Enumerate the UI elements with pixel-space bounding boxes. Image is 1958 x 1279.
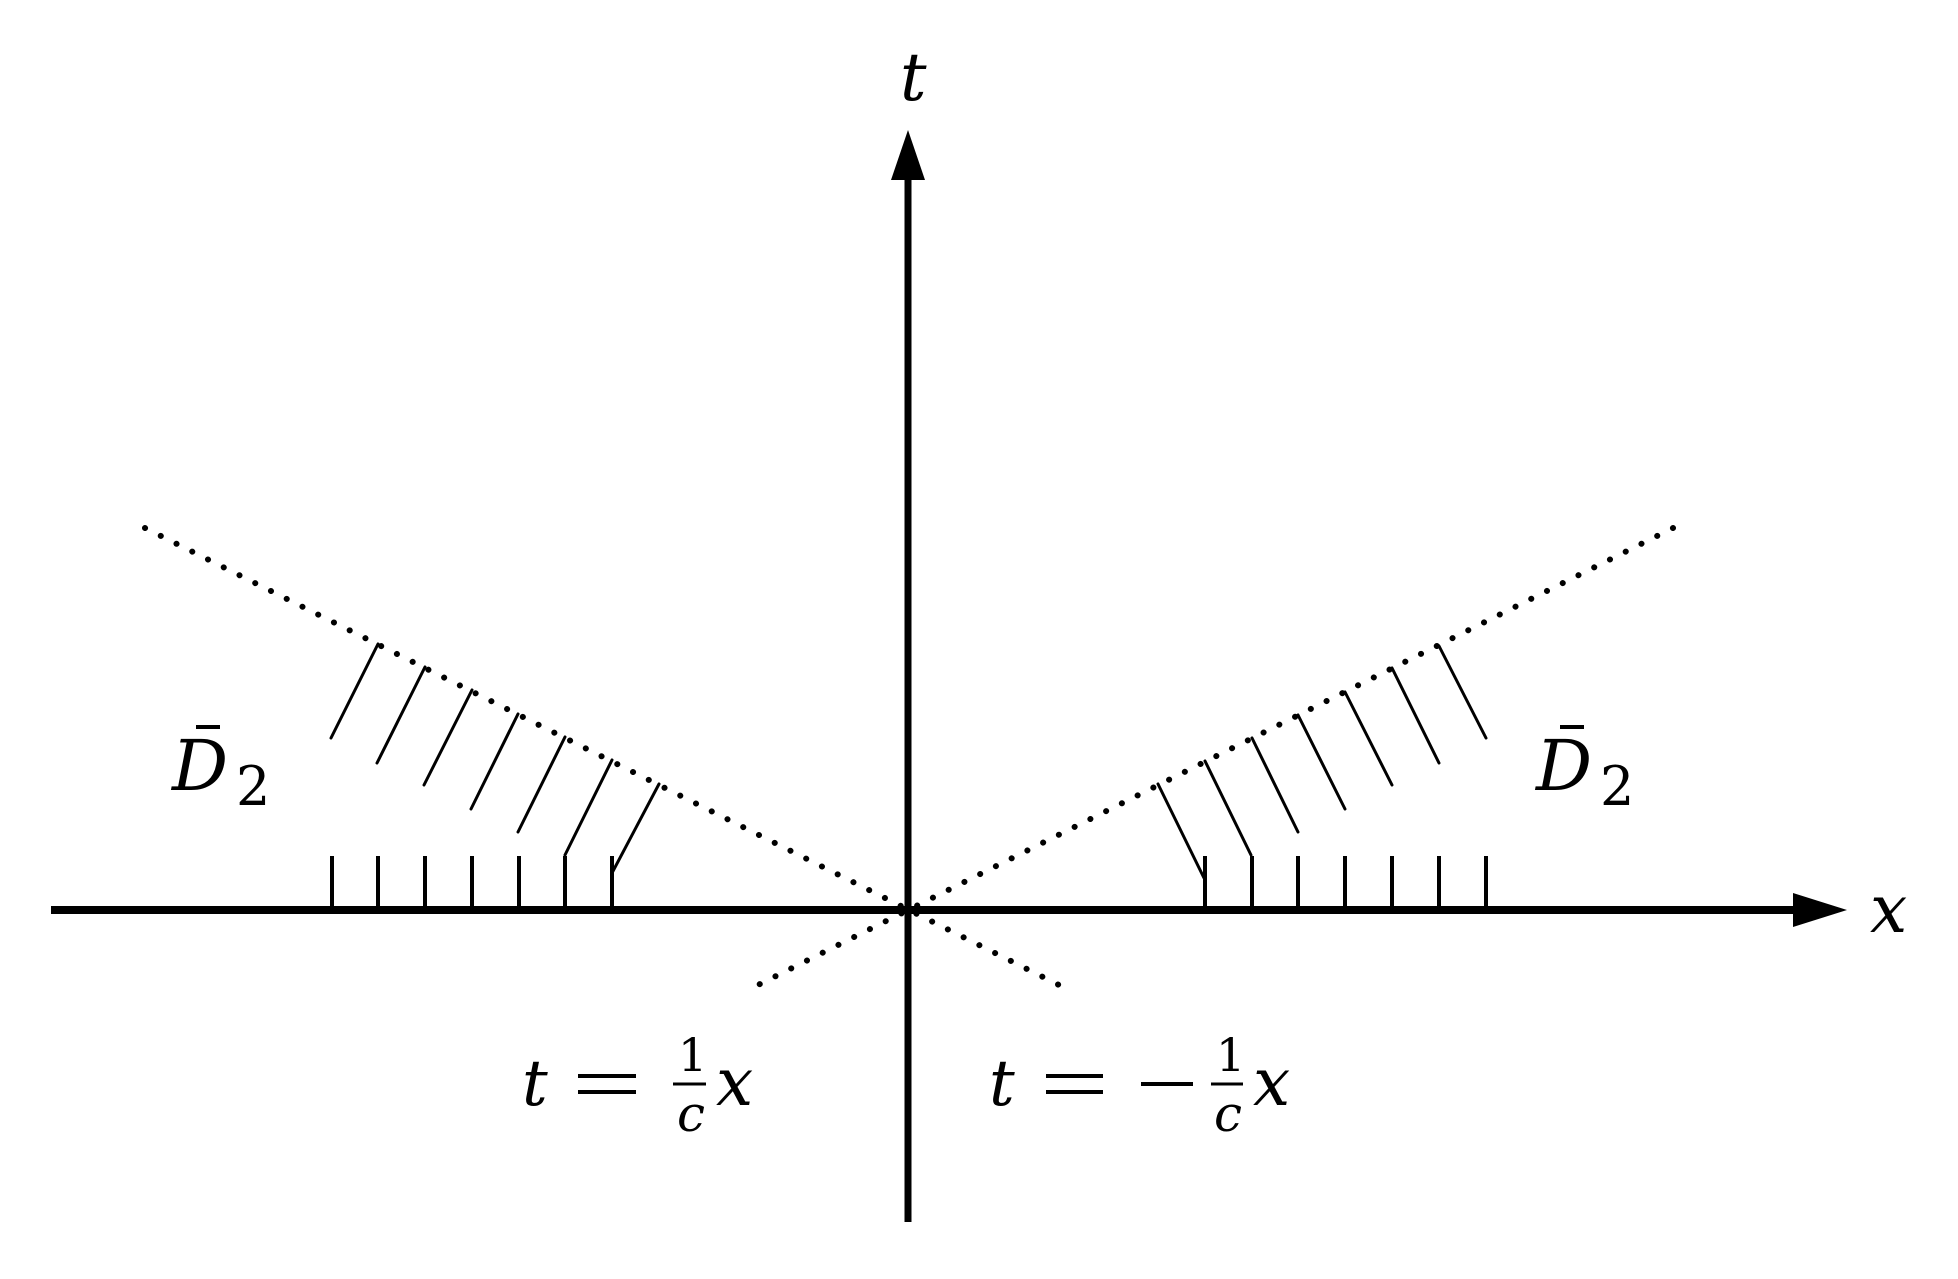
dotted-line-t-equals-x-over-c: [142, 525, 1068, 991]
right-region-label-main: D: [1534, 725, 1592, 807]
eq-right-numerator: 1: [1216, 1028, 1245, 1082]
eq-right-lhs: t: [989, 1047, 1015, 1121]
hatch-line: [1203, 759, 1253, 857]
x-axis-arrow-icon: [1793, 893, 1847, 927]
hatch-line: [1296, 713, 1347, 811]
eq-left-var: x: [716, 1044, 753, 1121]
t-axis-arrow-icon: [891, 130, 925, 180]
hatch-line: [516, 735, 567, 834]
t-axis: [891, 130, 925, 1222]
dotted-line-t-equals-minus-x-over-c: [749, 525, 1676, 991]
hatch-line: [610, 782, 661, 875]
hatch-line: [422, 688, 474, 787]
right-region-label-subscript: 2: [1600, 755, 1634, 818]
left-region-label-main: D: [170, 725, 228, 807]
eq-left-denominator: c: [677, 1085, 705, 1143]
eq-left-numerator: 1: [678, 1028, 707, 1082]
hatch-line: [469, 712, 520, 811]
hatch-line: [1437, 644, 1488, 740]
left-x-axis-ticks: [330, 856, 614, 910]
hatch-line: [1250, 736, 1300, 834]
equation-left: t 1 c x: [522, 1028, 753, 1143]
right-x-axis-ticks: [1203, 856, 1488, 910]
hatch-line: [1390, 666, 1441, 765]
eq-right-var: x: [1253, 1044, 1290, 1121]
x-axis-label: x: [1870, 871, 1907, 948]
eq-left-lhs: t: [522, 1047, 548, 1121]
hatch-line: [375, 665, 427, 765]
hatch-line: [329, 642, 380, 740]
hatch-line: [1343, 690, 1394, 787]
right-region-label: D 2: [1534, 725, 1634, 818]
hatch-line: [1156, 782, 1206, 880]
hatch-line: [563, 758, 614, 857]
t-axis-label: t: [900, 39, 927, 116]
left-region-label-subscript: 2: [236, 755, 270, 818]
left-region-hatching: [329, 642, 661, 875]
x-axis: [51, 893, 1847, 927]
equation-right: t 1 c x: [989, 1028, 1290, 1143]
left-region-label: D 2: [170, 725, 270, 818]
right-region-hatching: [1156, 644, 1488, 880]
eq-right-denominator: c: [1214, 1085, 1242, 1143]
